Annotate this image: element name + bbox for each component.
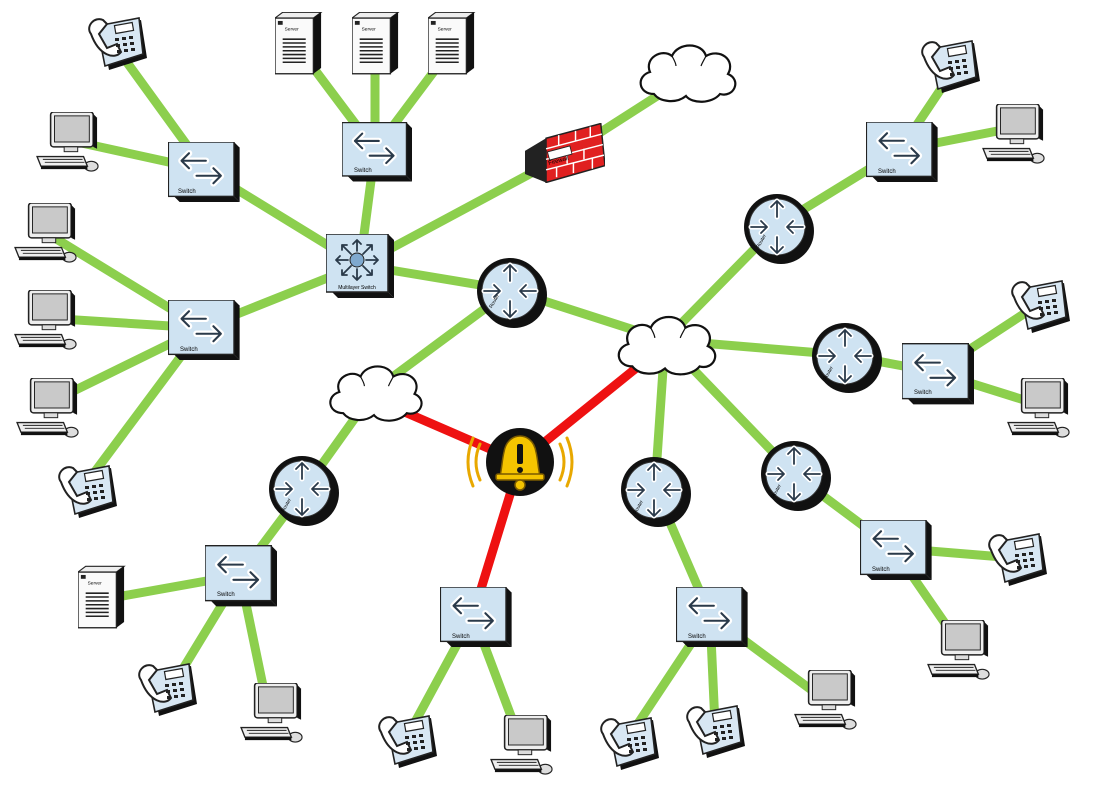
computer-icon	[16, 378, 79, 438]
switch: Switch	[440, 587, 511, 647]
firewall: Firewall	[525, 123, 605, 183]
server-icon	[78, 565, 125, 629]
ip-phone-icon	[138, 663, 197, 717]
computer-icon	[36, 112, 99, 172]
computer-icon	[240, 683, 303, 743]
switch-icon	[902, 344, 974, 405]
ip-phone-icon	[88, 17, 147, 71]
ip-phone-icon	[1011, 280, 1070, 334]
switch-label: Switch	[354, 168, 372, 174]
multilayer-switch-icon	[326, 234, 394, 298]
router: Router	[477, 258, 547, 328]
switch-label: Switch	[872, 567, 890, 573]
switch-label: Switch	[914, 390, 932, 396]
switch: Switch	[168, 142, 239, 202]
cloud-icon	[639, 44, 737, 103]
ip-phone-icon	[686, 705, 745, 759]
router-icon	[761, 441, 831, 511]
computer-icon	[490, 715, 553, 775]
router-icon	[621, 457, 691, 527]
computer-icon	[927, 620, 990, 680]
ip-phone-icon	[921, 40, 980, 94]
firewall-icon	[525, 123, 605, 183]
router: Router	[621, 457, 691, 527]
computer-icon	[14, 203, 77, 263]
alarm-bell-icon	[466, 428, 574, 496]
firewall-label: Firewall	[548, 156, 570, 167]
cloud-icon	[329, 365, 423, 422]
router-icon	[812, 323, 882, 393]
switch-label: Switch	[178, 189, 196, 195]
router: Router	[812, 323, 882, 393]
switch: Switch	[902, 344, 974, 405]
server-icon	[275, 12, 322, 75]
switch: Switch	[168, 300, 239, 360]
computer-icon	[794, 670, 857, 730]
switch-label: Switch	[878, 169, 896, 175]
switch-icon	[205, 546, 277, 607]
ip-phone-icon	[378, 715, 437, 769]
switch-label: Switch	[180, 347, 198, 353]
switch-label: Switch	[452, 634, 470, 640]
switch-label: Switch	[217, 592, 235, 598]
switch: Switch	[205, 546, 277, 607]
switch: Switch	[676, 587, 747, 647]
server-icon	[352, 12, 399, 75]
router: Router	[744, 194, 814, 264]
computer-icon	[14, 290, 77, 350]
ip-phone-icon	[600, 717, 659, 771]
router: Router	[761, 441, 831, 511]
switch-label: Switch	[688, 634, 706, 640]
router: Router	[269, 456, 339, 526]
switch-icon	[342, 123, 412, 182]
ip-phone-icon	[988, 533, 1047, 587]
ip-phone-icon	[58, 465, 117, 519]
router-icon	[477, 258, 547, 328]
switch: Switch	[860, 520, 931, 580]
computer-icon	[1007, 378, 1070, 438]
switch: Switch	[866, 122, 937, 182]
switch: Switch	[342, 123, 412, 182]
server-icon	[428, 12, 475, 75]
